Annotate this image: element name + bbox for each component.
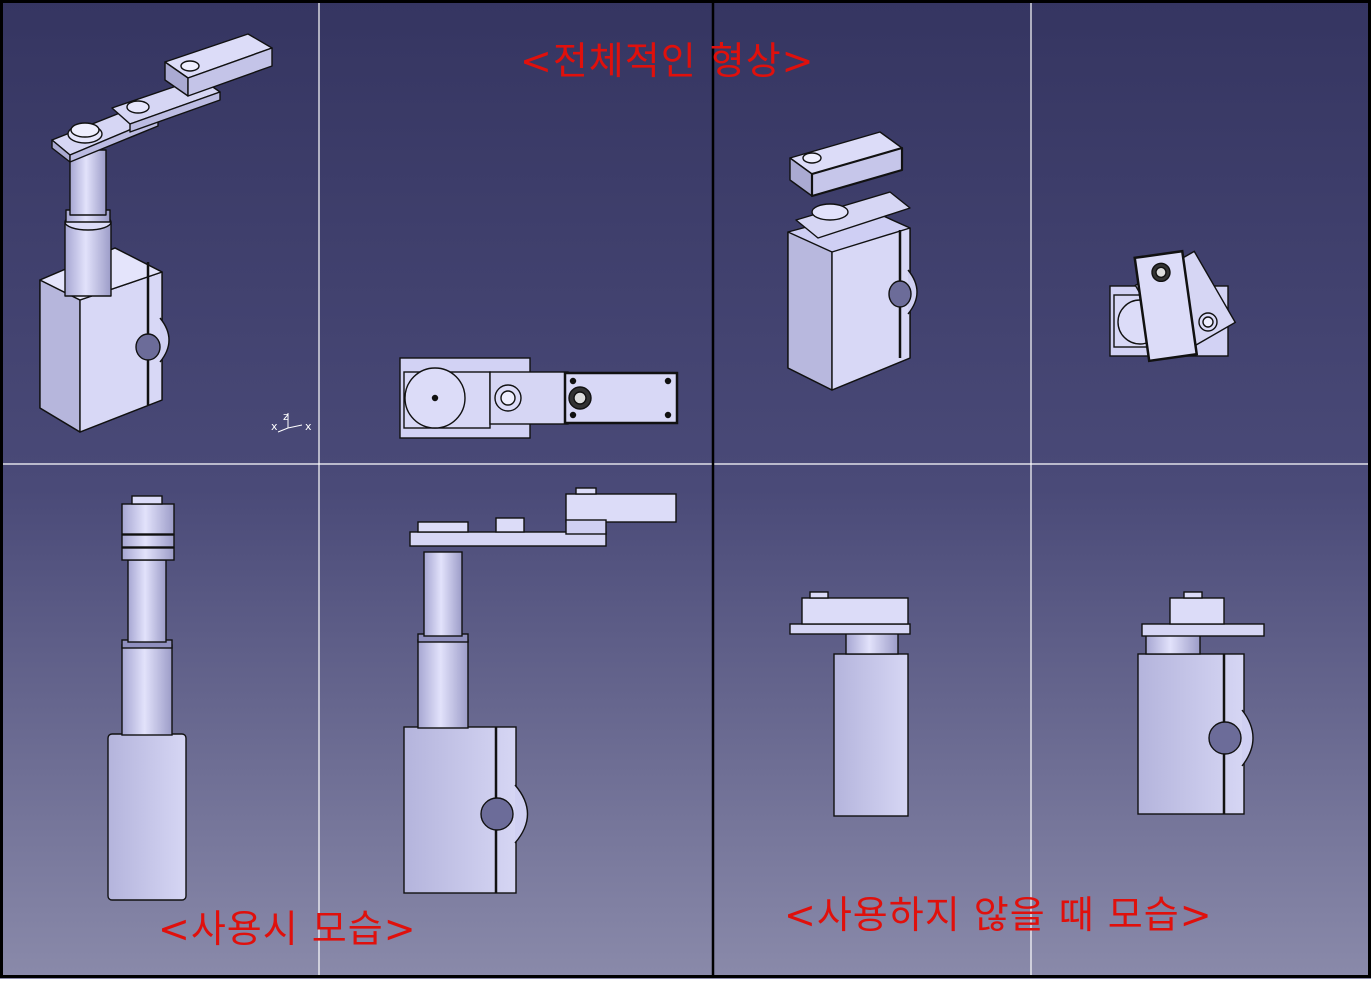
top-view-extended xyxy=(399,357,679,439)
top-view-folded xyxy=(1109,249,1237,363)
side-view-not-in-use xyxy=(1137,591,1265,815)
side-view-in-use xyxy=(403,487,677,894)
axis-z-label: z xyxy=(283,410,289,423)
axis-x-label: x xyxy=(305,420,312,433)
isometric-view-folded xyxy=(787,131,918,391)
isometric-view-extended: z x x xyxy=(39,33,312,433)
caption-not-in-use: <사용하지 않을 때 모습> xyxy=(784,893,1213,937)
front-view-in-use xyxy=(107,495,187,901)
axis-y-label: x xyxy=(271,420,278,433)
front-view-not-in-use xyxy=(789,591,911,817)
axis-triad xyxy=(277,413,303,433)
caption-overall-shape: <전체적인 형상> xyxy=(520,39,815,83)
caption-in-use: <사용시 모습> xyxy=(158,907,417,951)
